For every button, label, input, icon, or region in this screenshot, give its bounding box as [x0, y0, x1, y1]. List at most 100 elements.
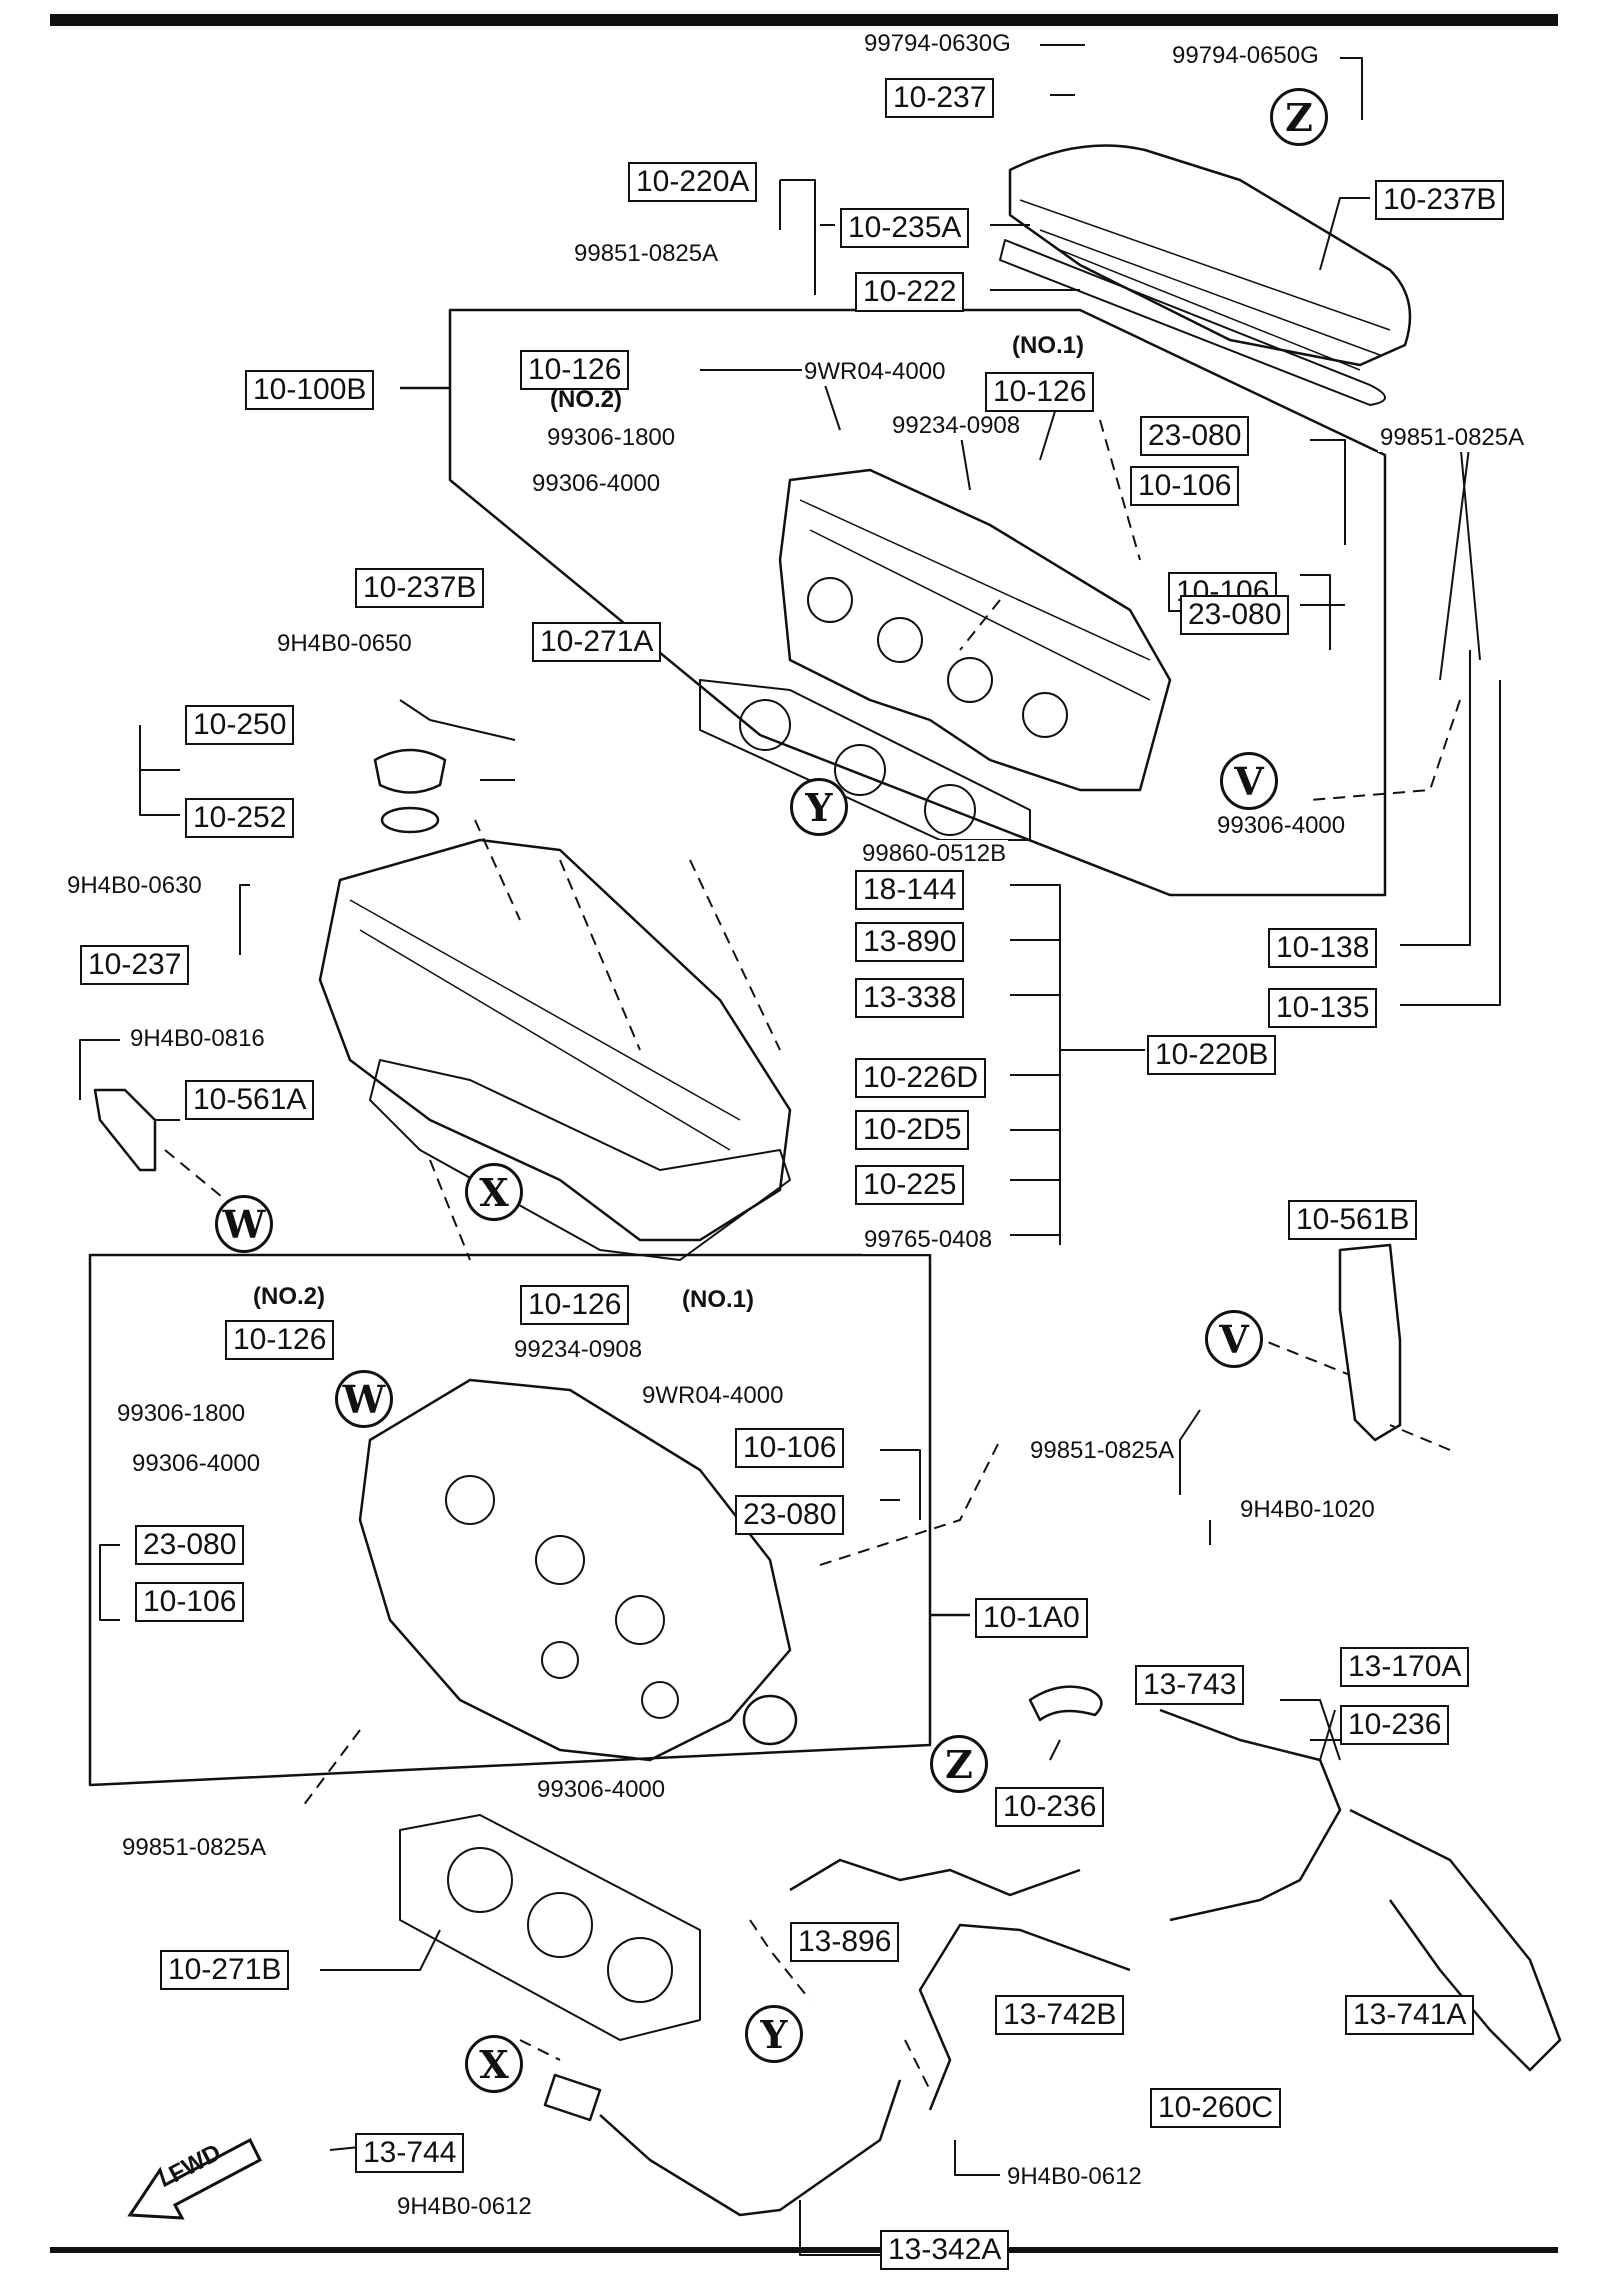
label-10-271A: 10-271A — [532, 622, 662, 662]
label-no2-top: (NO.2) — [550, 386, 622, 413]
callout-z-bottom: Z — [930, 1735, 988, 1793]
cylinder-head-upper — [778, 468, 1172, 792]
valve-cover-gasket-10-226D — [369, 1059, 791, 1261]
label-10-237-top: 10-237 — [885, 78, 995, 118]
label-10-561A: 10-561A — [185, 1080, 315, 1120]
label-10-236-right: 10-236 — [1340, 1705, 1450, 1745]
label-99860-0512B: 99860-0512B — [860, 840, 1009, 868]
label-10-2D5: 10-2D5 — [855, 1110, 970, 1150]
label-99851-0825A-mid: 99851-0825A — [1028, 1437, 1177, 1465]
label-10-106-a: 10-106 — [1130, 466, 1240, 506]
callout-v-right: V — [1205, 1310, 1263, 1368]
label-13-741A: 13-741A — [1345, 1995, 1475, 2035]
label-10-237B-mid: 10-237B — [355, 568, 485, 608]
label-99234-0908-top: 99234-0908 — [890, 412, 1023, 440]
callout-w-head: W — [335, 1370, 393, 1428]
callout-x-mid: X — [465, 1163, 523, 1221]
callout-w-left: W — [215, 1195, 273, 1253]
label-10-226D: 10-226D — [855, 1058, 987, 1098]
label-10-106-c: 10-106 — [735, 1428, 845, 1468]
callout-v-top: V — [1220, 752, 1278, 810]
label-10-100B: 10-100B — [245, 370, 375, 410]
label-no2-bottom: (NO.2) — [253, 1283, 325, 1310]
label-99306-4000-top: 99306-4000 — [530, 470, 663, 498]
label-10-561B: 10-561B — [1288, 1200, 1418, 1240]
label-9H4B0-0650: 9H4B0-0650 — [275, 630, 414, 658]
hose-13-741A — [1349, 1808, 1562, 2072]
label-13-338: 13-338 — [855, 978, 965, 1018]
pipe-13-170A — [1159, 1708, 1342, 1922]
label-13-896: 13-896 — [790, 1922, 900, 1962]
label-99306-4000-v: 99306-4000 — [1215, 812, 1348, 840]
label-9H4B0-0612-left: 9H4B0-0612 — [395, 2193, 534, 2221]
callout-x-bottom: X — [465, 2035, 523, 2093]
label-23-080-b: 23-080 — [1180, 595, 1290, 635]
label-10-126-bottom-1: 10-126 — [520, 1285, 630, 1325]
head-10-100B-group-outline — [448, 308, 1387, 897]
hose-13-896 — [789, 1858, 1081, 1897]
callout-y-top: Y — [790, 778, 848, 836]
part-13-744 — [543, 2073, 602, 2122]
label-10-126-no2-top: 10-126 — [520, 350, 630, 390]
label-no1-top: (NO.1) — [1012, 332, 1084, 359]
label-10-220B: 10-220B — [1147, 1035, 1277, 1075]
head-10-1A0-group-outline — [88, 1253, 932, 1787]
label-99306-1800-top: 99306-1800 — [545, 424, 678, 452]
label-99851-0825A-bottom: 99851-0825A — [120, 1834, 269, 1862]
label-18-144: 18-144 — [855, 870, 965, 910]
label-9WR04-4000-top: 9WR04-4000 — [802, 358, 948, 386]
hose-13-742B — [918, 1923, 1131, 2111]
label-99851-0825A-top: 99851-0825A — [572, 240, 721, 268]
label-no1-bottom: (NO.1) — [682, 1286, 754, 1313]
bottom-border-rule — [50, 2247, 1558, 2253]
callout-y-bottom: Y — [745, 2005, 803, 2063]
label-13-890: 13-890 — [855, 922, 965, 962]
label-13-743: 13-743 — [1135, 1665, 1245, 1705]
valve-cover-gasket-top — [999, 239, 1386, 406]
label-10-220A: 10-220A — [628, 162, 758, 202]
label-99794-0630G: 99794-0630G — [862, 30, 1013, 58]
label-9H4B0-0630: 9H4B0-0630 — [65, 872, 204, 900]
label-10-126-no1-top: 10-126 — [985, 372, 1095, 412]
label-10-225: 10-225 — [855, 1165, 965, 1205]
pipe-13-342A — [599, 2079, 902, 2217]
label-10-237B-top: 10-237B — [1375, 180, 1505, 220]
label-10-126-bottom-2: 10-126 — [225, 1320, 335, 1360]
head-gasket-10-271B — [399, 1814, 701, 2041]
label-13-742B: 13-742B — [995, 1995, 1125, 2035]
label-10-271B: 10-271B — [160, 1950, 290, 1990]
label-10-260C: 10-260C — [1150, 2088, 1282, 2128]
label-99306-4000-bottom: 99306-4000 — [130, 1450, 263, 1478]
cylinder-head-lower — [358, 1378, 792, 1762]
valve-cover-10-220B — [318, 838, 792, 1242]
label-9H4B0-1020: 9H4B0-1020 — [1238, 1496, 1377, 1524]
head-gasket-10-271A — [699, 679, 1031, 841]
oil-filler-seal — [380, 806, 440, 834]
label-10-106-d: 10-106 — [135, 1582, 245, 1622]
label-99851-0825A-right: 99851-0825A — [1378, 424, 1527, 452]
label-99765-0408: 99765-0408 — [862, 1226, 995, 1254]
hose-13-743 — [1028, 1685, 1103, 1722]
callout-z-top: Z — [1270, 88, 1328, 146]
label-10-235A: 10-235A — [840, 208, 970, 248]
label-23-080-a: 23-080 — [1140, 416, 1250, 456]
bracket-10-561A — [93, 1088, 157, 1172]
label-9H4B0-0612-right: 9H4B0-0612 — [1005, 2163, 1144, 2191]
bracket-10-561B — [1338, 1243, 1402, 1442]
label-10-252: 10-252 — [185, 798, 295, 838]
label-9H4B0-0816: 9H4B0-0816 — [128, 1025, 267, 1053]
fwd-arrow-icon — [127, 2137, 262, 2220]
label-10-1A0: 10-1A0 — [975, 1598, 1088, 1638]
label-13-342A: 13-342A — [880, 2230, 1010, 2270]
label-23-080-c: 23-080 — [735, 1495, 845, 1535]
label-10-222: 10-222 — [855, 272, 965, 312]
label-13-744: 13-744 — [355, 2133, 465, 2173]
label-10-138: 10-138 — [1268, 928, 1378, 968]
valve-cover-top — [1008, 144, 1412, 367]
label-99794-0650G: 99794-0650G — [1170, 42, 1321, 70]
label-9WR04-4000-bottom: 9WR04-4000 — [640, 1382, 786, 1410]
label-10-250: 10-250 — [185, 705, 295, 745]
label-10-135: 10-135 — [1268, 988, 1378, 1028]
label-13-170A: 13-170A — [1340, 1647, 1470, 1687]
